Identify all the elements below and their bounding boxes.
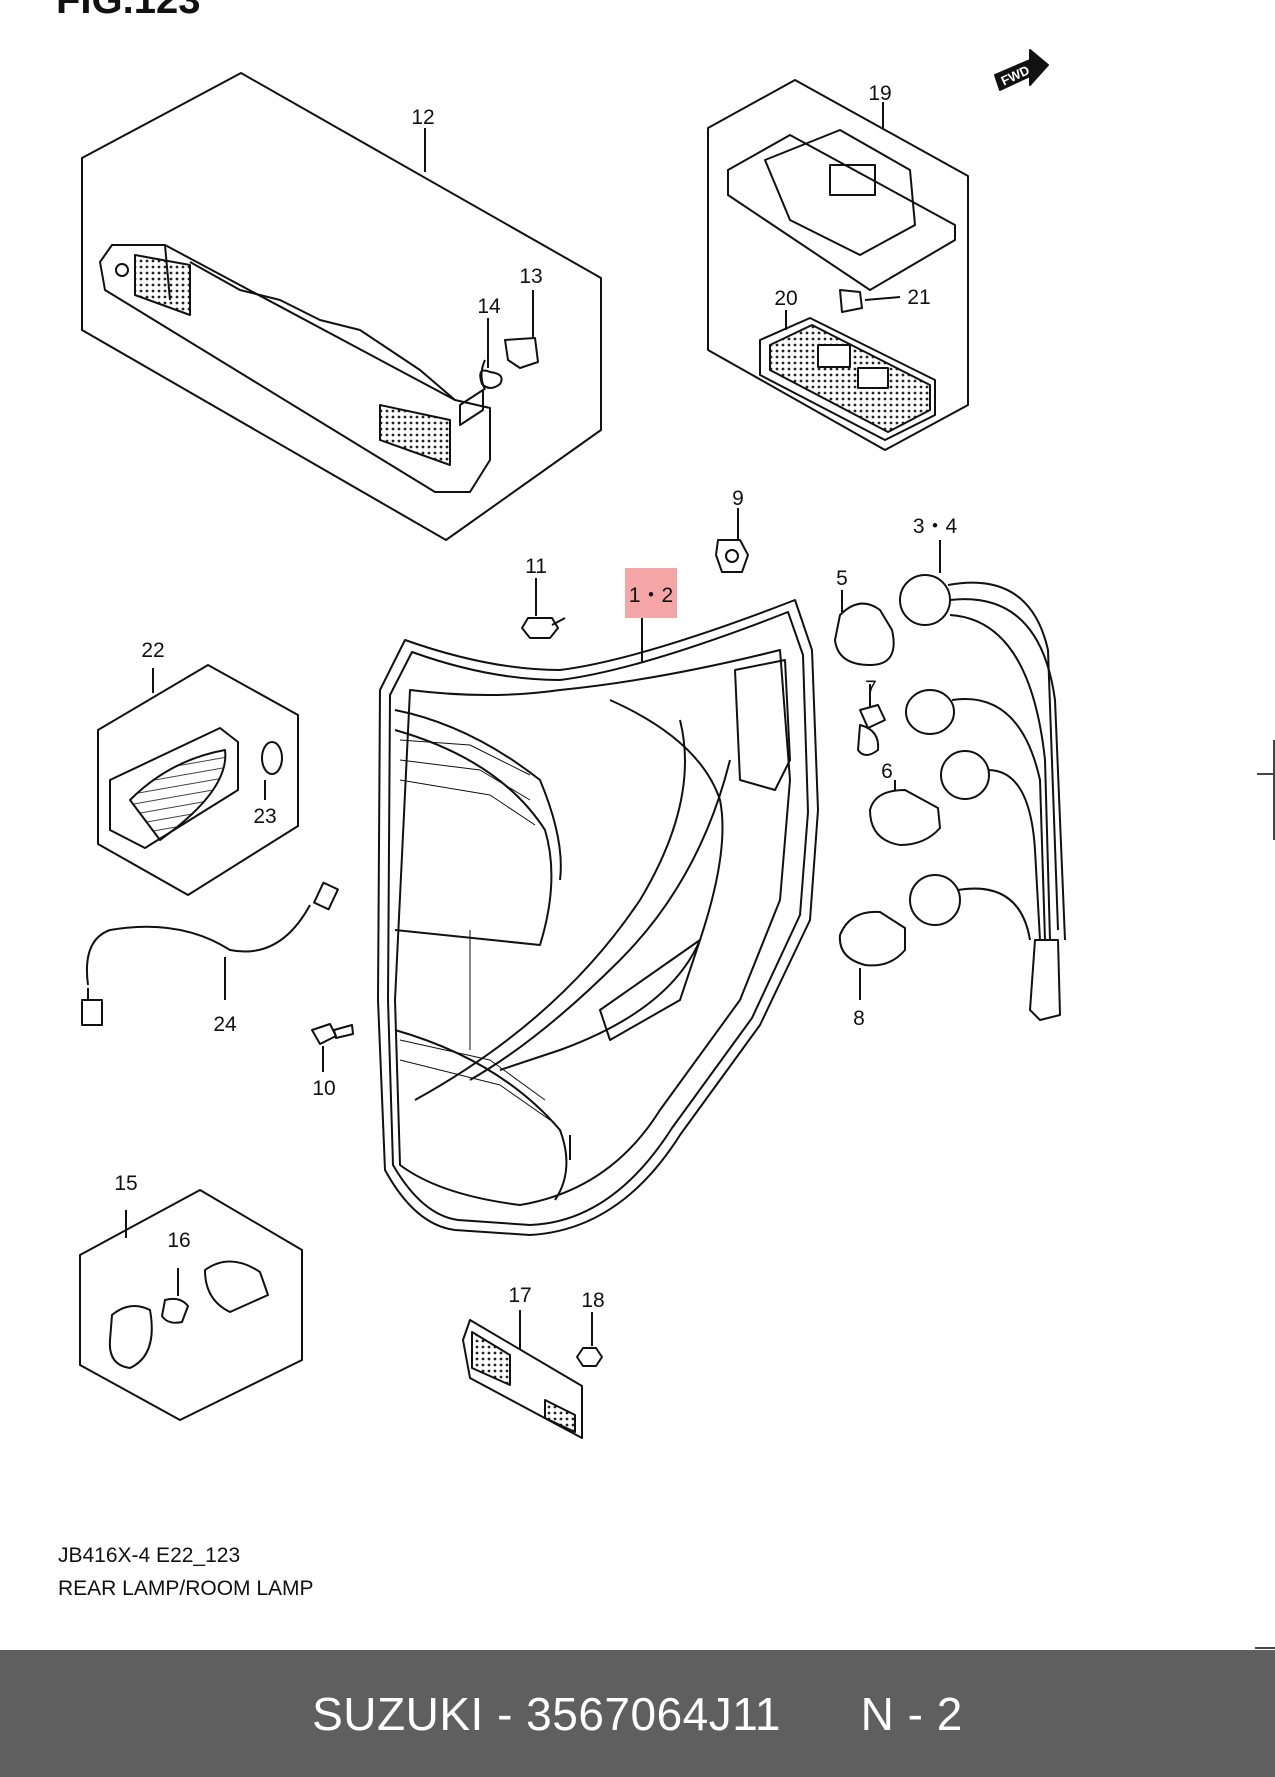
callout-22: 22 xyxy=(141,639,164,662)
fwd-arrow xyxy=(994,49,1049,91)
callout-12: 12 xyxy=(411,106,434,129)
part-clip xyxy=(715,508,749,573)
callout-5: 5 xyxy=(836,567,848,590)
callout-13: 13 xyxy=(519,265,542,288)
part-socket-harness xyxy=(899,540,1066,1021)
callout-10: 10 xyxy=(312,1077,335,1100)
box-high-mount-lamp xyxy=(81,72,602,541)
callout-20: 20 xyxy=(774,287,797,310)
edge-marker xyxy=(1257,773,1275,775)
box-license-lamp xyxy=(97,664,299,896)
callout-16: 16 xyxy=(167,1229,190,1252)
callout-11: 11 xyxy=(525,555,547,578)
fwd-label: FWD xyxy=(999,62,1032,88)
callout-24: 24 xyxy=(213,1013,237,1036)
model-code: JB416X-4 E22_123 xyxy=(58,1544,241,1567)
footer-part-number: SUZUKI - 3567064J11 N - 2 xyxy=(312,1687,963,1740)
callout-6: 6 xyxy=(881,760,893,783)
callout-8: 8 xyxy=(853,1007,865,1030)
edge-marker xyxy=(1255,1647,1275,1649)
callout-18: 18 xyxy=(581,1289,604,1312)
part-push-rivet xyxy=(521,578,566,639)
box-side-marker xyxy=(79,1189,303,1421)
callout-21: 21 xyxy=(907,286,930,309)
callout-7: 7 xyxy=(865,677,877,700)
figure-title: FIG.123 xyxy=(56,0,201,22)
part-nut xyxy=(576,1312,603,1367)
callout-14: 14 xyxy=(477,295,501,318)
callout-23: 23 xyxy=(253,805,276,828)
parts-diagram: 1・2 3・4 5 6 7 8 9 10 11 12 13 14 15 16 1… xyxy=(79,49,1066,1439)
callout-3-4: 3・4 xyxy=(913,515,958,538)
part-screw xyxy=(311,1023,354,1072)
highlight-box xyxy=(625,568,677,618)
edge-marker xyxy=(1273,740,1275,840)
part-rear-combination-lamp xyxy=(377,599,819,1236)
part-reflector xyxy=(462,1310,583,1439)
section-title: REAR LAMP/ROOM LAMP xyxy=(58,1577,314,1600)
callout-1-2: 1・2 xyxy=(629,584,673,607)
callout-17: 17 xyxy=(508,1284,531,1307)
footer-bar: SUZUKI - 3567064J11 N - 2 xyxy=(0,1650,1275,1777)
callout-15: 15 xyxy=(114,1172,137,1195)
part-bulbs xyxy=(834,590,941,1000)
callout-19: 19 xyxy=(868,82,891,105)
callout-labels: 1・2 3・4 5 6 7 8 9 10 11 12 13 14 15 16 1… xyxy=(114,62,1031,1312)
callout-9: 9 xyxy=(732,487,744,510)
box-room-lamp xyxy=(707,79,969,451)
part-wiring-harness xyxy=(81,881,339,1026)
